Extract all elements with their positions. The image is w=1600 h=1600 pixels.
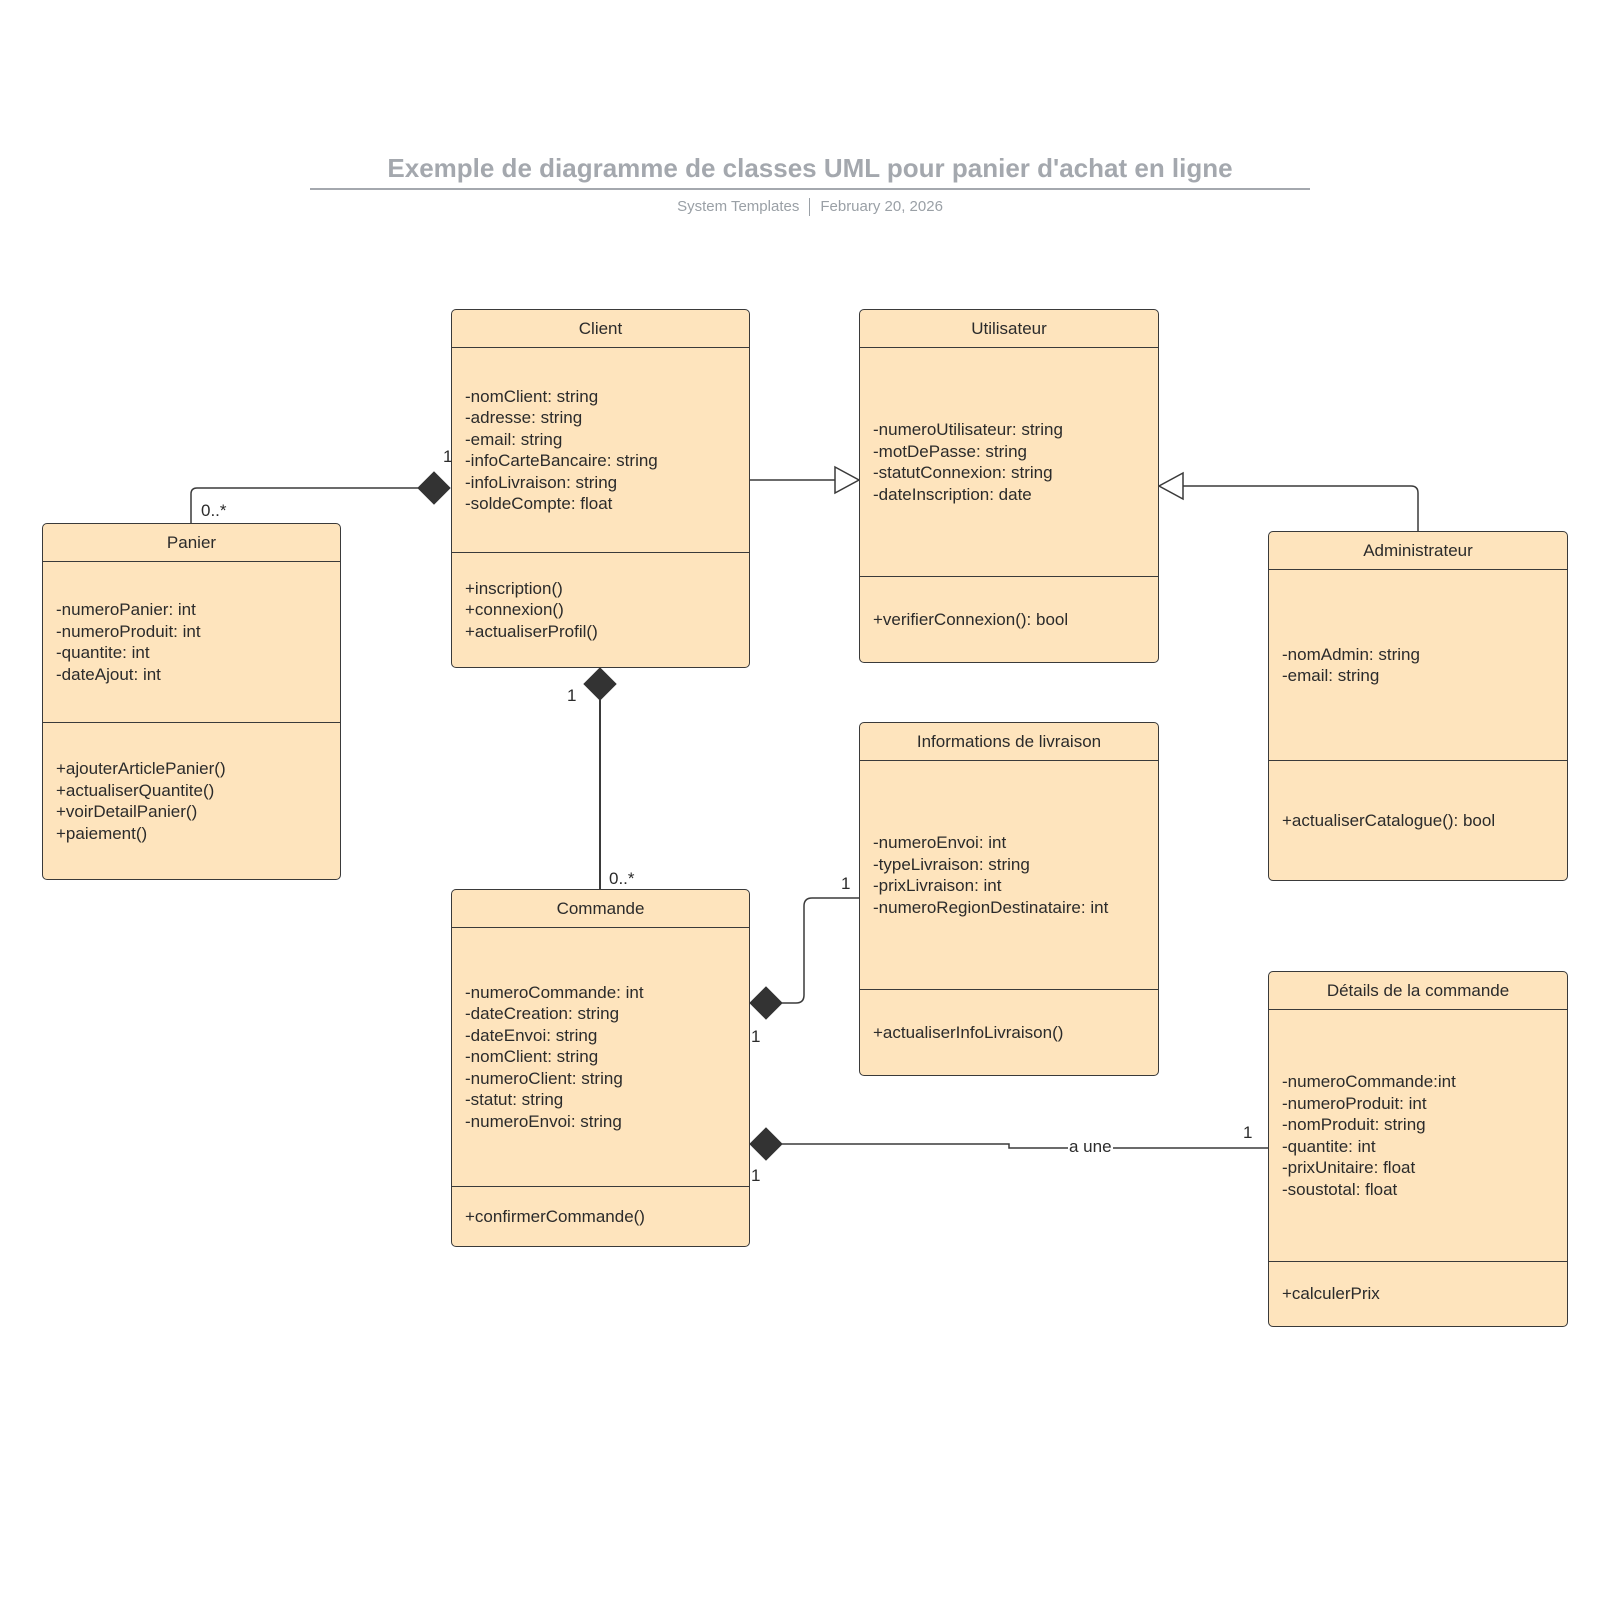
attribute-line: -adresse: string [465,408,583,427]
class-informations-livraison[interactable]: Informations de livraison -numeroEnvoi: … [859,722,1159,1076]
meta-divider [809,198,811,217]
attribute-line: -statutConnexion: string [873,463,1053,482]
attributes-section: -numeroEnvoi: int -typeLivraison: string -… [860,761,1158,989]
multiplicity-client-commande-source: 1 [567,686,577,705]
attribute-line: -infoCarteBancaire: string [465,451,658,470]
diagram-date: February 20, 2026 [820,198,943,215]
method-line: +actualiserCatalogue(): bool [1282,810,1496,830]
methods-section: +verifierConnexion(): bool [860,576,1158,662]
method-line: +verifierConnexion(): bool [873,609,1069,629]
class-name: Commande [452,890,749,928]
multiplicity-commande-livraison-source: 1 [751,1027,761,1046]
attribute-line: -email: string [1282,666,1380,685]
attribute-line: -infoLivraison: string [465,472,618,492]
attributes-section: -numeroCommande:int -numeroProduit: int -n… [1269,1010,1567,1261]
diagram-meta: System Templates February 20, 2026 [310,198,1310,217]
attribute-line: -nomAdmin: string [1282,644,1420,664]
method-line: +voirDetailPanier() [56,802,198,821]
method-line: +actualiserProfil() [465,621,598,641]
methods-section: +actualiserInfoLivraison() [860,989,1158,1075]
attribute-line: -numeroEnvoi: int [873,833,1007,852]
methods-section: +confirmerCommande() [452,1186,749,1246]
attributes-section: -nomClient: string -adresse: string -email… [452,348,749,552]
multiplicity-commande-details-source: 1 [751,1166,761,1185]
attribute-line: -numeroEnvoi: string [465,1111,622,1131]
method-line: +actualiserQuantite() [56,780,215,800]
multiplicity-client-panier-target: 0..* [201,501,227,520]
attribute-line: -motDePasse: string [873,441,1027,461]
composition-diamond-client-panier [417,471,451,505]
association-label-a-une: a une [1068,1137,1113,1157]
attribute-line: -nomClient: string [465,1047,599,1067]
inheritance-arrow-client [834,465,861,495]
method-line: +calculerPrix [1282,1284,1380,1304]
connector-commande-livraison [782,897,860,1004]
attributes-section: -numeroUtilisateur: string -motDePasse: s… [860,348,1158,576]
attribute-line: -numeroCommande:int [1282,1072,1456,1091]
inheritance-arrow-admin [1157,471,1184,501]
attribute-line: -numeroProduit: int [1282,1093,1427,1113]
attribute-line: -nomClient: string [465,386,599,406]
attributes-section: -numeroPanier: int -numeroProduit: int -qu… [43,562,340,722]
method-line: +actualiserInfoLivraison() [873,1022,1064,1042]
composition-diamond-commande-details [749,1127,783,1161]
diagram-title: Exemple de diagramme de classes UML pour… [310,150,1310,190]
class-panier[interactable]: Panier -numeroPanier: int -numeroProduit:… [42,523,341,880]
class-name: Informations de livraison [860,723,1158,761]
class-name: Détails de la commande [1269,972,1567,1010]
class-name: Client [452,310,749,348]
multiplicity-commande-details-target: 1 [1243,1123,1253,1142]
attribute-line: -email: string [465,429,563,449]
diagram-author: System Templates [677,198,800,215]
attribute-line: -prixUnitaire: float [1282,1158,1416,1177]
multiplicity-client-panier-source: 1 [443,447,453,466]
attribute-line: -prixLivraison: int [873,876,1002,895]
method-line: +inscription() [465,578,563,598]
attribute-line: -dateEnvoi: string [465,1025,598,1045]
diagram-header: Exemple de diagramme de classes UML pour… [310,150,1310,217]
class-utilisateur[interactable]: Utilisateur -numeroUtilisateur: string -m… [859,309,1159,663]
methods-section: +actualiserCatalogue(): bool [1269,760,1567,880]
multiplicity-client-commande-target: 0..* [609,869,635,888]
composition-diamond-commande-livraison [749,986,783,1020]
method-line: +ajouterArticlePanier() [56,759,226,778]
attribute-line: -numeroClient: string [465,1068,623,1088]
attributes-section: -nomAdmin: string -email: string [1269,570,1567,760]
class-name: Panier [43,524,340,562]
attribute-line: -quantite: int [1282,1136,1376,1156]
attribute-line: -quantite: int [56,643,150,662]
attribute-line: -numeroUtilisateur: string [873,420,1063,439]
attributes-section: -numeroCommande: int-dateCreation: strin… [452,928,749,1186]
method-line: +confirmerCommande() [465,1206,645,1226]
attribute-line: -numeroCommande: int [465,982,644,1002]
attribute-line: -dateAjout: int [56,664,161,684]
connector-admin-utilisateur [1183,485,1419,531]
attribute-line: -nomProduit: string [1282,1115,1426,1134]
attribute-line: -dateCreation: string [465,1004,620,1024]
composition-diamond-client-commande [583,667,617,701]
attribute-line: -typeLivraison: string [873,854,1030,874]
class-name: Utilisateur [860,310,1158,348]
class-administrateur[interactable]: Administrateur -nomAdmin: string -email: … [1268,531,1568,881]
class-client[interactable]: Client -nomClient: string -adresse: strin… [451,309,750,668]
attribute-line: -numeroRegionDestinataire: int [873,897,1109,917]
methods-section: +ajouterArticlePanier() +actualiserQuanti… [43,722,340,879]
attribute-line: -soldeCompte: float [465,494,613,513]
class-name: Administrateur [1269,532,1567,570]
attribute-line: -numeroProduit: int [56,621,201,641]
attribute-line: -numeroPanier: int [56,600,196,619]
method-line: +connexion() [465,600,564,620]
class-commande[interactable]: Commande -numeroCommande: int-dateCreati… [451,889,750,1247]
methods-section: +inscription()+connexion()+actualiserPro… [452,552,749,667]
method-line: +paiement() [56,823,148,843]
multiplicity-commande-livraison-target: 1 [841,874,851,893]
connector-commande-details [782,1143,1268,1149]
attribute-line: -dateInscription: date [873,484,1032,504]
attribute-line: -soustotal: float [1282,1179,1398,1199]
methods-section: +calculerPrix [1269,1261,1567,1326]
connector-client-panier [190,487,418,523]
class-details-commande[interactable]: Détails de la commande -numeroCommande:i… [1268,971,1568,1327]
attribute-line: -statut: string [465,1090,564,1110]
